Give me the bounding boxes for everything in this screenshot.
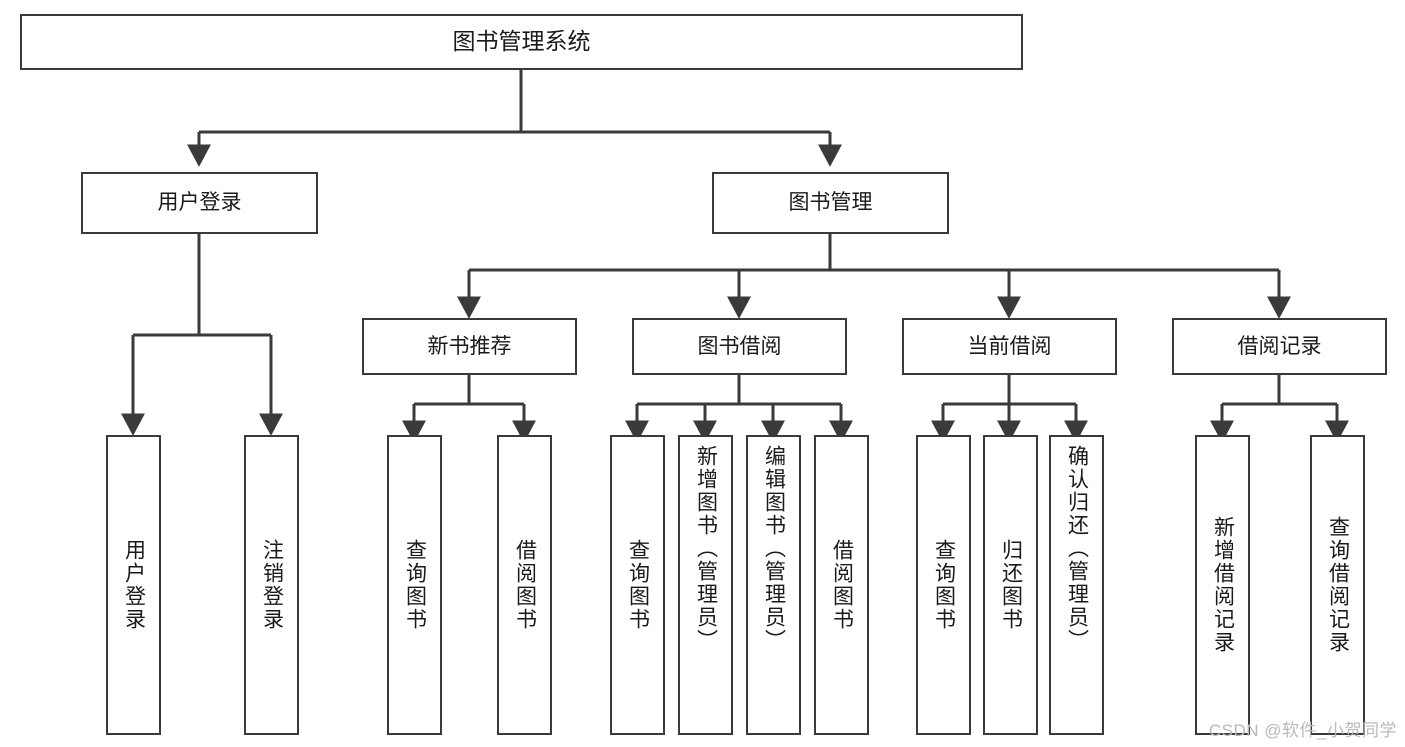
node-book-borrow-label: 图书借阅 xyxy=(697,334,782,358)
node-leaf-add-book-label: 新增图书（管理员） xyxy=(694,445,718,652)
node-leaf-logout[interactable]: 注销登录 xyxy=(244,435,299,735)
node-leaf-query-book-3[interactable]: 查询图书 xyxy=(916,435,971,735)
node-leaf-query-record[interactable]: 查询借阅记录 xyxy=(1310,435,1365,735)
node-root[interactable]: 图书管理系统 xyxy=(20,14,1023,70)
node-current-borrow[interactable]: 当前借阅 xyxy=(902,318,1117,375)
node-leaf-borrow-book-1-label: 借阅图书 xyxy=(513,539,537,631)
node-leaf-confirm-return-label: 确认归还（管理员） xyxy=(1065,445,1089,652)
node-leaf-return-book[interactable]: 归还图书 xyxy=(983,435,1038,735)
node-new-book-recommend-label: 新书推荐 xyxy=(427,334,512,358)
node-leaf-query-book-1[interactable]: 查询图书 xyxy=(387,435,442,735)
node-leaf-user-login-label: 用户登录 xyxy=(122,539,146,631)
node-leaf-logout-label: 注销登录 xyxy=(260,539,284,631)
node-book-management[interactable]: 图书管理 xyxy=(712,172,949,234)
node-leaf-query-book-3-label: 查询图书 xyxy=(932,539,956,631)
node-leaf-query-record-label: 查询借阅记录 xyxy=(1326,516,1350,654)
node-leaf-add-record-label: 新增借阅记录 xyxy=(1211,516,1235,654)
node-borrow-record-label: 借阅记录 xyxy=(1237,334,1322,358)
node-leaf-add-book[interactable]: 新增图书（管理员） xyxy=(678,435,733,735)
node-leaf-return-book-label: 归还图书 xyxy=(999,539,1023,631)
node-leaf-edit-book[interactable]: 编辑图书（管理员） xyxy=(746,435,801,735)
node-leaf-borrow-book-2-label: 借阅图书 xyxy=(830,539,854,631)
node-new-book-recommend[interactable]: 新书推荐 xyxy=(362,318,577,375)
node-root-label: 图书管理系统 xyxy=(452,28,591,55)
node-leaf-edit-book-label: 编辑图书（管理员） xyxy=(762,445,786,652)
node-leaf-borrow-book-2[interactable]: 借阅图书 xyxy=(814,435,869,735)
node-leaf-confirm-return[interactable]: 确认归还（管理员） xyxy=(1049,435,1104,735)
node-user-login-label: 用户登录 xyxy=(157,191,242,215)
node-borrow-record[interactable]: 借阅记录 xyxy=(1172,318,1387,375)
node-leaf-query-book-1-label: 查询图书 xyxy=(403,539,427,631)
node-user-login[interactable]: 用户登录 xyxy=(81,172,318,234)
node-book-borrow[interactable]: 图书借阅 xyxy=(632,318,847,375)
node-leaf-user-login[interactable]: 用户登录 xyxy=(106,435,161,735)
node-book-management-label: 图书管理 xyxy=(788,191,873,215)
node-current-borrow-label: 当前借阅 xyxy=(967,334,1052,358)
watermark-text: CSDN @软件_小贺同学 xyxy=(1208,721,1397,740)
node-leaf-borrow-book-1[interactable]: 借阅图书 xyxy=(497,435,552,735)
node-leaf-query-book-2-label: 查询图书 xyxy=(626,539,650,631)
node-leaf-add-record[interactable]: 新增借阅记录 xyxy=(1195,435,1250,735)
node-leaf-query-book-2[interactable]: 查询图书 xyxy=(610,435,665,735)
